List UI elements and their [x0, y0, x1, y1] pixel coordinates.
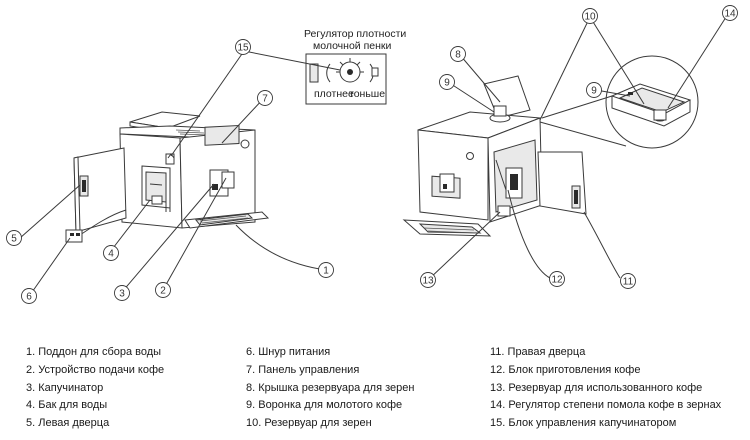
coffee-machine-diagram: .ln { stroke: #3a3a3a; stroke-width: 1; … [6, 5, 738, 304]
callout-12-label: 12 [551, 275, 563, 286]
callout-8-label: 8 [455, 50, 461, 61]
callout-5-label: 5 [11, 234, 17, 245]
legend-item: 12. Блок приготовления кофе [490, 363, 641, 376]
legend-item: 6. Шнур питания [246, 346, 331, 358]
legend-item: 2. Устройство подачи кофе [26, 363, 165, 376]
callout-3-label: 3 [119, 289, 125, 300]
frother-title-line1: Регулятор плотности [304, 28, 406, 40]
callout-15: 15 [235, 39, 251, 55]
callout-9-inset-label: 9 [591, 86, 597, 97]
callout-7-label: 7 [262, 94, 268, 105]
frother-title-line2: молочной пенки [313, 40, 391, 52]
callout-13-label: 13 [422, 276, 434, 287]
callout-5: 5 [6, 230, 22, 246]
callout-11-label: 11 [623, 277, 634, 288]
frother-label-thinner: тоньше [349, 88, 385, 100]
callout-3: 3 [114, 285, 130, 301]
callout-2-label: 2 [160, 286, 166, 297]
callout-7: 7 [257, 90, 273, 106]
callout-15-label: 15 [237, 43, 249, 54]
leader-lines [19, 13, 729, 296]
legend-item: 10. Резервуар для зерен [246, 417, 372, 430]
callout-1: 1 [318, 262, 334, 278]
legend-item: 9. Воронка для молотого кофе [246, 399, 403, 412]
callout-4-label: 4 [108, 249, 114, 260]
callout-8: 8 [450, 46, 466, 62]
frother-regulator-inset [305, 53, 387, 105]
callout-11: 11 [620, 273, 636, 289]
legend-item: 1. Поддон для сбора воды [26, 346, 162, 358]
legend-item: 4. Бак для воды [26, 399, 108, 412]
grinder-inset [605, 55, 699, 149]
callout-9-inset: 9 [586, 82, 602, 98]
legend-column-3: 11. Правая дверца 12. Блок приготовления… [490, 344, 721, 433]
legend-item: 5. Левая дверца [26, 417, 110, 430]
callout-9-label: 9 [444, 78, 450, 89]
callout-9: 9 [439, 74, 455, 90]
callout-4: 4 [103, 245, 119, 261]
legend-item: 8. Крышка резервуара для зерен [246, 381, 415, 394]
callout-12: 12 [549, 271, 565, 287]
legend-item: 3. Капучинатор [26, 381, 104, 394]
frother-label-denser: плотнее [314, 88, 354, 100]
callout-6-label: 6 [26, 292, 32, 303]
left-machine [65, 111, 270, 243]
callout-10-label: 10 [584, 12, 596, 23]
callout-2: 2 [155, 282, 171, 298]
legend-item: 11. Правая дверца [490, 346, 586, 358]
legend-column-1: 1. Поддон для сбора воды 2. Устройство п… [26, 344, 164, 433]
callout-14-label: 14 [724, 9, 736, 20]
legend-item: 15. Блок управления капучинатором [490, 417, 677, 430]
parts-legend: 1. Поддон для сбора воды 2. Устройство п… [26, 344, 750, 436]
callout-14: 14 [722, 5, 738, 21]
legend-column-2: 6. Шнур питания 7. Панель управления 8. … [246, 344, 414, 433]
legend-item: 13. Резервуар для использованного кофе [490, 381, 703, 394]
callout-1-label: 1 [323, 266, 329, 277]
callout-13: 13 [420, 272, 436, 288]
callout-10: 10 [582, 8, 598, 24]
callout-6: 6 [21, 288, 37, 304]
legend-item: 14. Регулятор степени помола кофе в зерн… [490, 399, 722, 412]
right-machine [402, 75, 587, 237]
legend-item: 7. Панель управления [246, 363, 360, 376]
